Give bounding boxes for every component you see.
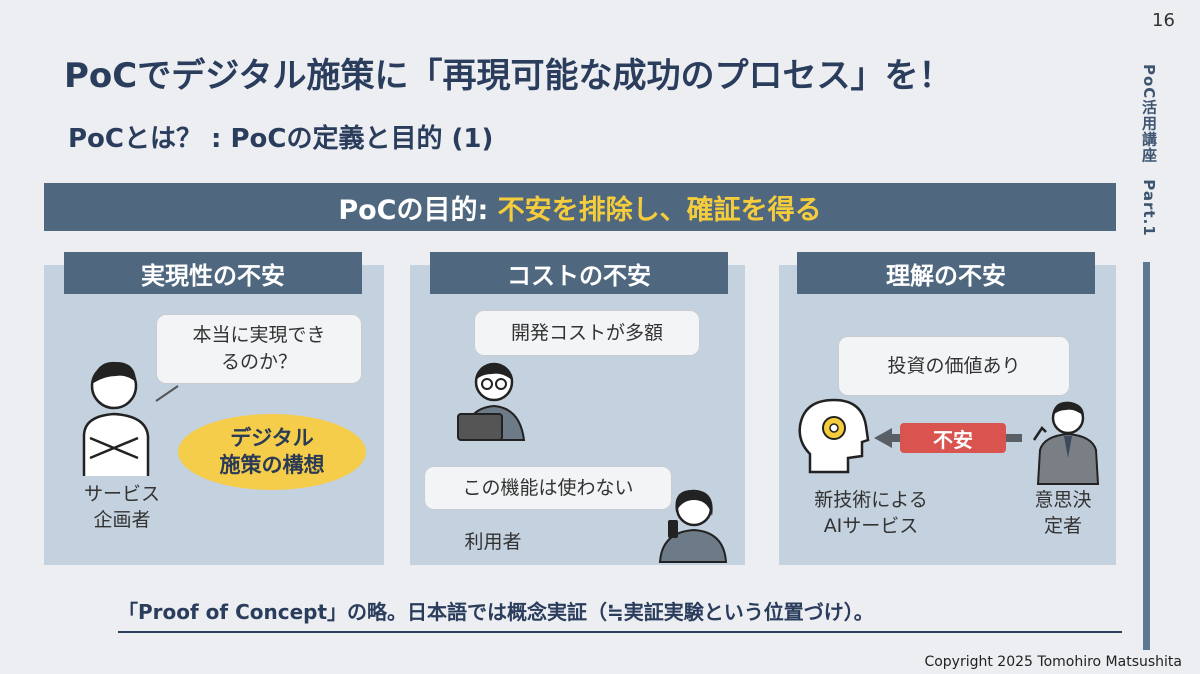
copyright: Copyright 2025 Tomohiro Matsushita: [924, 654, 1182, 670]
side-label: PoC活用講座 Part.1: [1140, 64, 1158, 237]
cost-speech-bubble-top: 開発コストが多額: [474, 310, 700, 356]
digital-concept-oval: デジタル 施策の構想: [178, 414, 366, 490]
developer-laptop-icon: [457, 362, 526, 441]
anxiety-box: 不安: [900, 423, 1006, 453]
understanding-bubble-text: 投資の価値あり: [887, 354, 1021, 377]
ai-service-label: 新技術による AIサービス: [814, 489, 928, 537]
panel-cost-heading: コストの不安: [430, 252, 728, 294]
definition-note: 「Proof of Concept」の略。日本語では概念実証（≒実証実験という位…: [118, 596, 1122, 633]
understanding-speech-bubble: 投資の価値あり: [838, 336, 1070, 396]
cost-bubble-top-text: 開発コストが多額: [510, 321, 663, 344]
user-label: 利用者: [464, 531, 522, 553]
banner-prefix: PoCの目的:: [338, 194, 498, 226]
side-accent-line: [1143, 262, 1150, 650]
purpose-banner: PoCの目的: 不安を排除し、確証を得る: [44, 183, 1116, 231]
banner-highlight: 不安を排除し、確証を得る: [497, 194, 822, 226]
ai-head-gear-icon: [798, 398, 870, 474]
feasibility-bubble-text: 本当に実現でき るのか？: [192, 324, 326, 373]
user-phone-icon: [658, 489, 728, 563]
businessman-icon: [1032, 401, 1100, 485]
oval-text: デジタル 施策の構想: [219, 425, 325, 477]
cost-bubble-bottom-text: この機能は使わない: [462, 476, 634, 499]
decision-maker-label: 意思決 定者: [1034, 489, 1092, 537]
slide-subtitle: PoCとは？ : PoCの定義と目的 (1): [68, 124, 494, 154]
page-number: 16: [1152, 10, 1175, 31]
planner-label: サービス 企画者: [83, 483, 160, 531]
panel-feasibility-heading: 実現性の不安: [64, 252, 362, 294]
confused-person-icon: [82, 361, 179, 476]
cost-speech-bubble-bottom: この機能は使わない: [424, 466, 672, 510]
panel-understanding-heading: 理解の不安: [797, 252, 1095, 294]
feasibility-speech-bubble: 本当に実現でき るのか？: [156, 314, 362, 384]
slide-title: PoCでデジタル施策に「再現可能な成功のプロセス」を！: [64, 56, 953, 96]
